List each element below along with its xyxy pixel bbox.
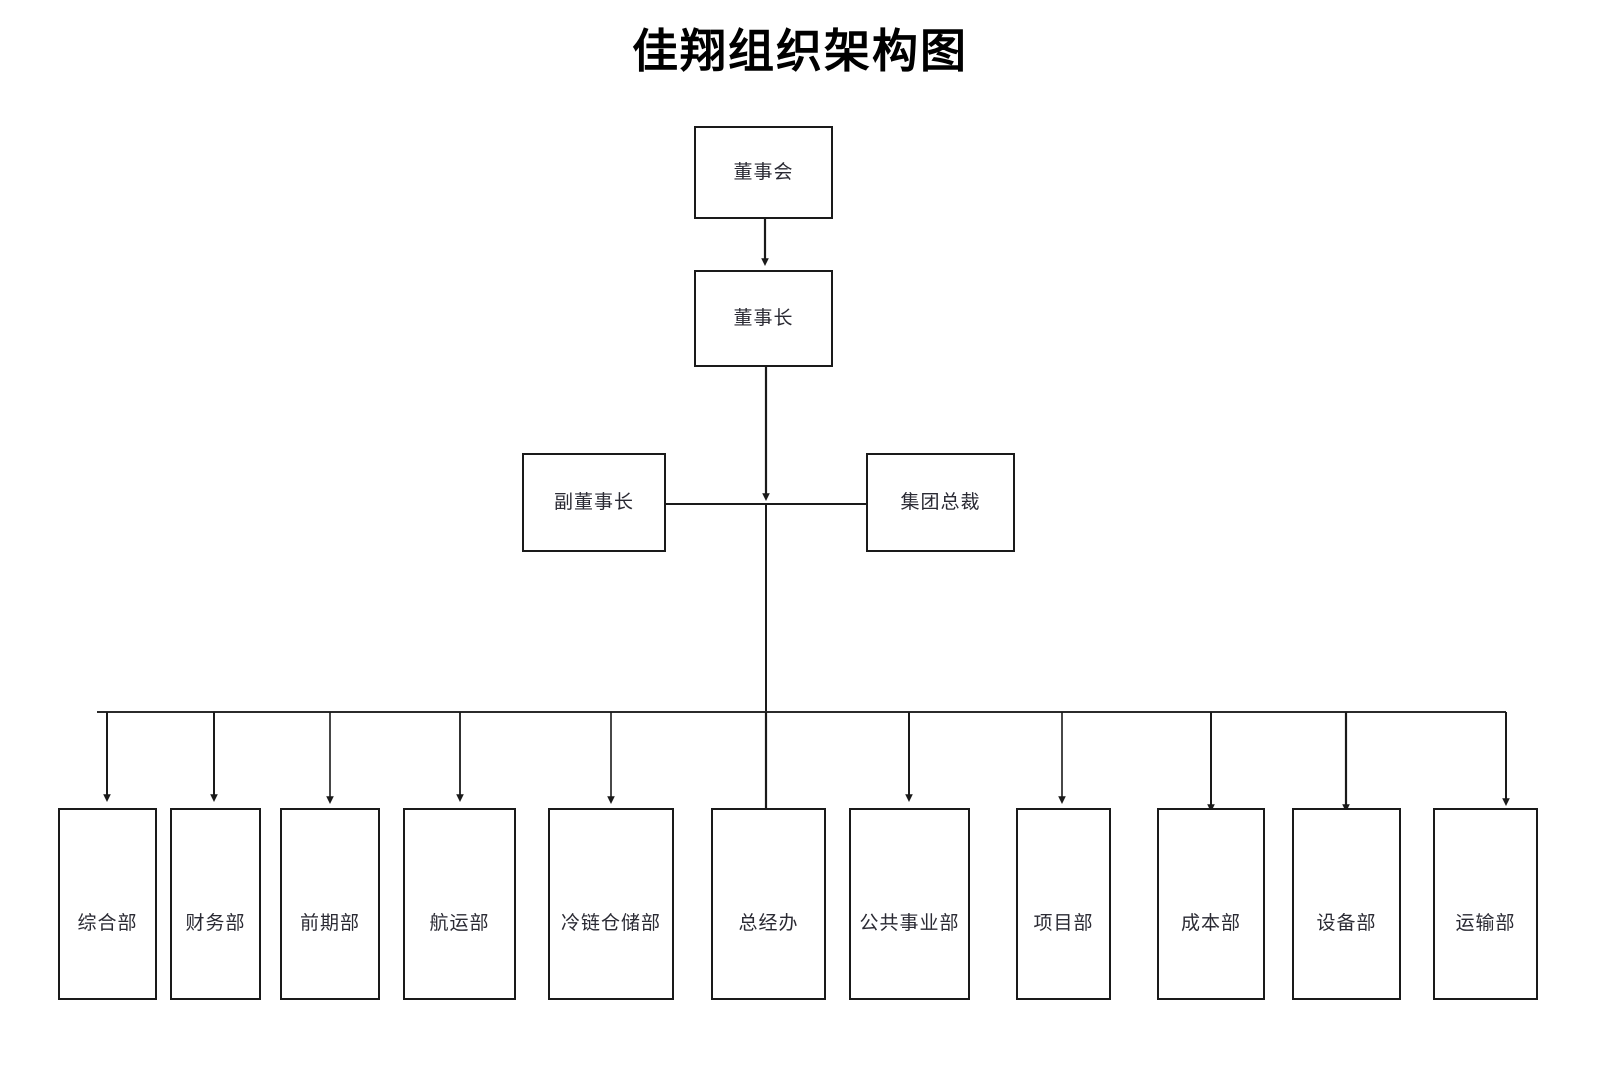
node-board[interactable]: 董事会 xyxy=(694,126,833,219)
node-department-5[interactable]: 冷链仓储部 xyxy=(548,808,674,1000)
node-department-label: 前期部 xyxy=(300,914,360,933)
node-department-1[interactable]: 综合部 xyxy=(58,808,157,1000)
node-department-2[interactable]: 财务部 xyxy=(170,808,261,1000)
node-department-4[interactable]: 航运部 xyxy=(403,808,516,1000)
node-department-label: 航运部 xyxy=(429,914,489,933)
node-vice-chairman-label: 副董事长 xyxy=(554,493,634,512)
node-department-3[interactable]: 前期部 xyxy=(280,808,380,1000)
node-department-label: 总经办 xyxy=(738,914,798,933)
node-department-10[interactable]: 设备部 xyxy=(1292,808,1401,1000)
node-vice-chairman[interactable]: 副董事长 xyxy=(522,453,666,552)
node-department-label: 财务部 xyxy=(185,914,245,933)
node-department-7[interactable]: 公共事业部 xyxy=(849,808,970,1000)
node-chairman-label: 董事长 xyxy=(733,309,793,328)
node-department-11[interactable]: 运输部 xyxy=(1433,808,1538,1000)
node-department-label: 综合部 xyxy=(77,914,137,933)
node-chairman[interactable]: 董事长 xyxy=(694,270,833,367)
node-department-label: 项目部 xyxy=(1033,914,1093,933)
node-group-president[interactable]: 集团总裁 xyxy=(866,453,1015,552)
node-department-label: 设备部 xyxy=(1316,914,1376,933)
node-department-8[interactable]: 项目部 xyxy=(1016,808,1111,1000)
node-group-president-label: 集团总裁 xyxy=(900,493,980,512)
node-department-label: 运输部 xyxy=(1455,914,1515,933)
node-department-label: 公共事业部 xyxy=(859,914,959,933)
node-department-6[interactable]: 总经办 xyxy=(711,808,826,1000)
node-department-label: 冷链仓储部 xyxy=(561,914,661,933)
node-board-label: 董事会 xyxy=(733,163,793,182)
node-department-9[interactable]: 成本部 xyxy=(1157,808,1265,1000)
node-department-label: 成本部 xyxy=(1181,914,1241,933)
